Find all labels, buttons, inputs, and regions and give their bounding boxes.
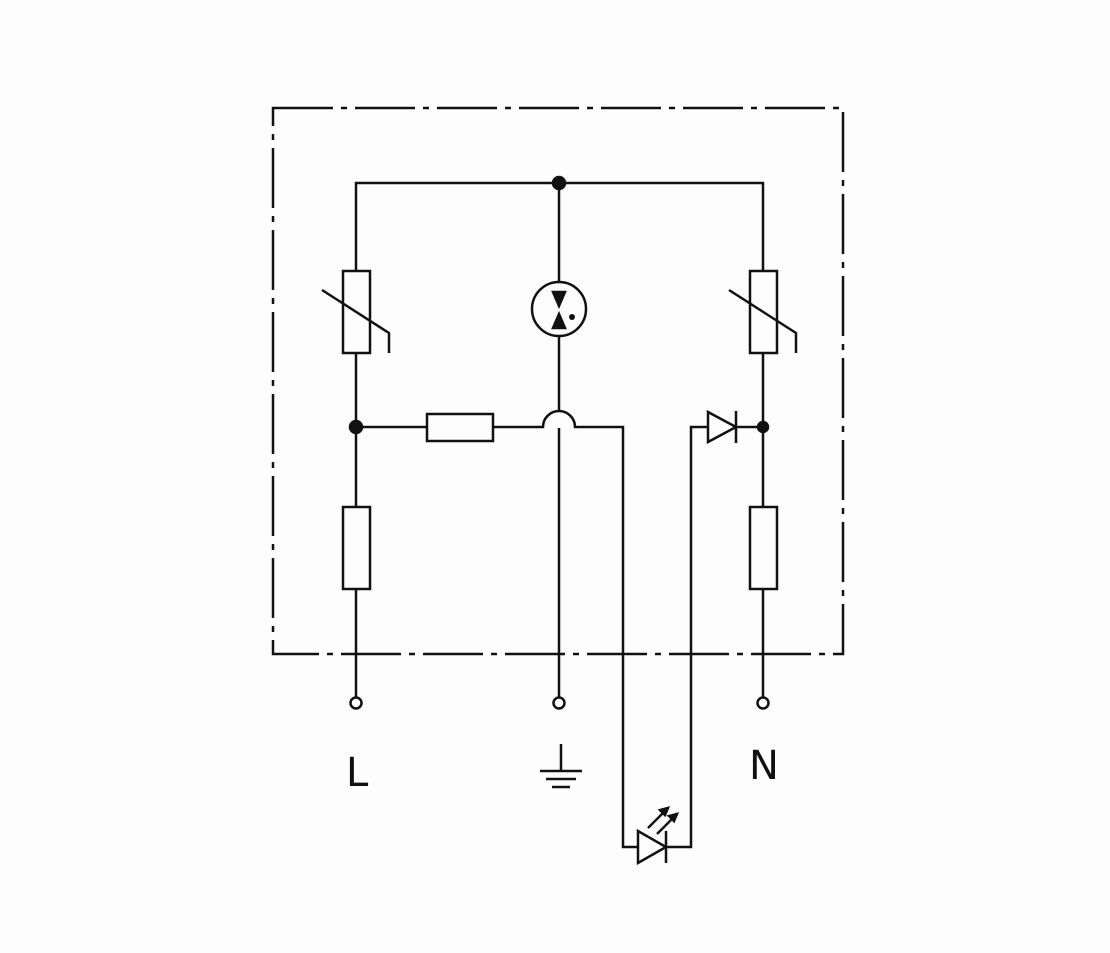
varistor-left bbox=[321, 269, 391, 355]
junction-dot-top bbox=[551, 175, 567, 191]
terminal-label-n: N bbox=[749, 743, 779, 789]
terminal-l bbox=[349, 696, 363, 710]
terminal-ground bbox=[552, 696, 566, 710]
terminal-n bbox=[756, 696, 770, 710]
resistor-signal-wire bbox=[356, 409, 638, 849]
resistor bbox=[425, 412, 495, 443]
junction-dot-left bbox=[348, 419, 364, 435]
terminal-label-l: L bbox=[346, 750, 369, 796]
ground-symbol-icon bbox=[540, 744, 582, 789]
gas-discharge-tube bbox=[530, 280, 588, 338]
fuse-left bbox=[341, 505, 372, 591]
junction-dot-right bbox=[756, 420, 770, 434]
varistor-right bbox=[728, 269, 798, 355]
fuse-right bbox=[748, 505, 779, 591]
led-indicator bbox=[636, 806, 680, 866]
